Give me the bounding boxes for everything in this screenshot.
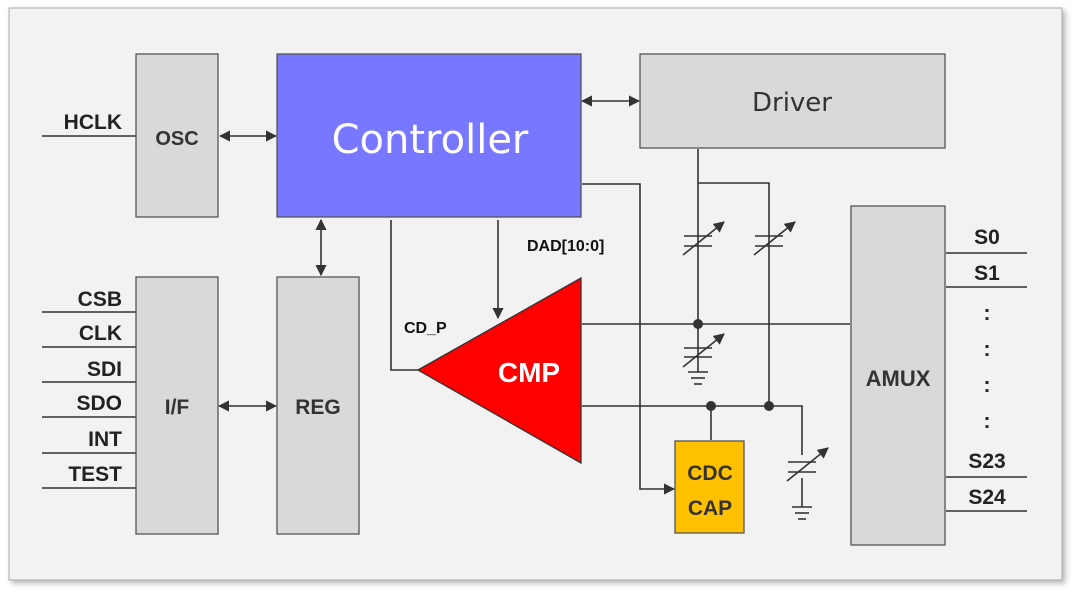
- comparator-block: CMP: [416, 276, 582, 465]
- pin-label-s1: S1: [974, 262, 1000, 285]
- pin-label-int: INT: [88, 428, 122, 451]
- pin-label-s0: S0: [974, 226, 1000, 249]
- controller-label: Controller: [332, 117, 529, 163]
- variable-capacitor-icon: [682, 221, 829, 482]
- dad-bus-label: DAD[10:0]: [527, 238, 604, 255]
- pin-label-sdo: SDO: [76, 392, 122, 415]
- pin-label-s24: S24: [968, 486, 1006, 509]
- pin-label-ellipsis-1: :: [984, 302, 991, 325]
- osc-label: OSC: [155, 128, 198, 150]
- pin-label-clk: CLK: [79, 322, 122, 345]
- controller-block: Controller: [276, 53, 582, 218]
- pin-label-csb: CSB: [78, 288, 122, 311]
- pin-label-s23: S23: [968, 450, 1005, 473]
- driver-block: Driver: [639, 53, 946, 149]
- interface-label: I/F: [165, 396, 190, 419]
- cdc-cap-label-line1: CDC: [687, 462, 733, 485]
- reg-label: REG: [295, 396, 341, 419]
- reg-block: REG: [276, 276, 360, 535]
- pin-label-sdi: SDI: [87, 358, 122, 381]
- pin-label-test: TEST: [68, 463, 122, 486]
- comparator-label: CMP: [498, 357, 560, 388]
- amux-label: AMUX: [866, 366, 931, 391]
- right-pin-labels: S0 S1 : : : : S23 S24: [968, 226, 1006, 509]
- cd-p-label: CD_P: [404, 320, 447, 337]
- driver-label: Driver: [752, 88, 832, 118]
- amux-block: AMUX: [850, 205, 946, 546]
- wires: [42, 95, 1027, 512]
- hclk-pin-label: HCLK: [64, 111, 122, 134]
- osc-block: OSC: [135, 53, 219, 218]
- pin-label-ellipsis-4: :: [984, 410, 991, 433]
- interface-block: I/F: [135, 276, 219, 535]
- pin-label-ellipsis-3: :: [984, 374, 991, 397]
- left-pin-labels: CSB CLK SDI SDO INT TEST: [68, 288, 122, 486]
- ground-icon: [688, 371, 812, 520]
- junction-dots: [693, 319, 774, 411]
- cdc-cap-block: CDC CAP: [674, 440, 745, 534]
- pin-label-ellipsis-2: :: [984, 338, 991, 361]
- cdc-cap-label-line2: CAP: [688, 497, 732, 520]
